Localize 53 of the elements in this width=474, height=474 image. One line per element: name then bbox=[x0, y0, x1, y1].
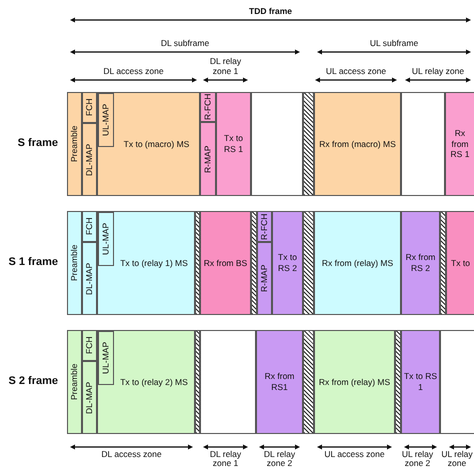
zone-label: UL access zone bbox=[324, 66, 388, 76]
frame-slot: Rx from (macro) MS bbox=[314, 92, 401, 196]
frame-slot: UL-MAP bbox=[98, 212, 114, 266]
frame-slot: FCH bbox=[82, 330, 97, 361]
slot-label: Tx to (relay 2) MS bbox=[119, 376, 188, 388]
frame-slot: Tx to RS 1 bbox=[216, 92, 251, 196]
frame-slot: UL-MAP bbox=[98, 93, 114, 147]
zone-label: TDD frame bbox=[248, 6, 293, 16]
zone-label: UL relay zone bbox=[410, 66, 466, 76]
frame-slot: DL-MAP bbox=[82, 242, 97, 315]
empty-slot bbox=[440, 330, 474, 434]
zone-label: DL subframe bbox=[160, 38, 210, 48]
frame-slot: Rx from RS 2 bbox=[401, 211, 440, 315]
frame-slot: Rx from RS 1 bbox=[445, 92, 474, 196]
frame-slot: Tx to bbox=[446, 211, 474, 315]
frame-slot: Rx from (relay) MS bbox=[314, 330, 395, 434]
zone-label: UL relay zone 2 bbox=[400, 450, 434, 469]
zone-label: DL relay zone 1 bbox=[208, 450, 242, 469]
zone-label: UL subframe bbox=[368, 38, 420, 48]
frame-slot: DL-MAP bbox=[82, 123, 97, 196]
frame-slot: Rx from RS1 bbox=[256, 330, 303, 434]
frame-slot: DL-MAP bbox=[82, 361, 97, 434]
zone-label: UL relay zone bbox=[440, 450, 474, 469]
frame-slot: Preamble bbox=[67, 211, 82, 315]
slot-label: Tx to (macro) MS bbox=[122, 138, 190, 150]
empty-slot bbox=[251, 92, 303, 196]
frame-slot: Tx to RS 1 bbox=[401, 330, 440, 434]
frame-slot: R-FCH bbox=[257, 211, 272, 242]
frame-slot: Rx from (relay) MS bbox=[314, 211, 401, 315]
empty-slot bbox=[200, 330, 256, 434]
frame-slot bbox=[97, 92, 200, 196]
frame-slot: Tx to RS 2 bbox=[272, 211, 303, 315]
frame-slot: Rx from BS bbox=[200, 211, 251, 315]
frame-slot: FCH bbox=[82, 211, 97, 242]
zone-label: DL relay zone 2 bbox=[262, 450, 296, 469]
slot-label: Tx to (relay 1) MS bbox=[119, 258, 188, 268]
frame-slot bbox=[97, 211, 195, 315]
zone-label: DL access zone bbox=[100, 450, 163, 460]
frame-slot: R-MAP bbox=[257, 242, 272, 315]
empty-slot bbox=[401, 92, 445, 196]
zone-label: UL access zone bbox=[323, 450, 386, 460]
row-label: S 2 frame bbox=[7, 375, 58, 387]
zone-label: DL relay zone 1 bbox=[208, 56, 242, 76]
frame-slot: UL-MAP bbox=[98, 331, 114, 385]
frame-slot: Preamble bbox=[67, 92, 82, 196]
frame-slot: R-MAP bbox=[200, 122, 216, 196]
row-label: S frame bbox=[16, 137, 58, 149]
zone-label: DL access zone bbox=[102, 66, 165, 76]
frame-slot: Preamble bbox=[67, 330, 82, 434]
row-label: S 1 frame bbox=[7, 256, 58, 268]
frame-slot: FCH bbox=[82, 92, 97, 123]
frame-slot bbox=[97, 330, 195, 434]
frame-slot: R-FCH bbox=[200, 92, 216, 122]
